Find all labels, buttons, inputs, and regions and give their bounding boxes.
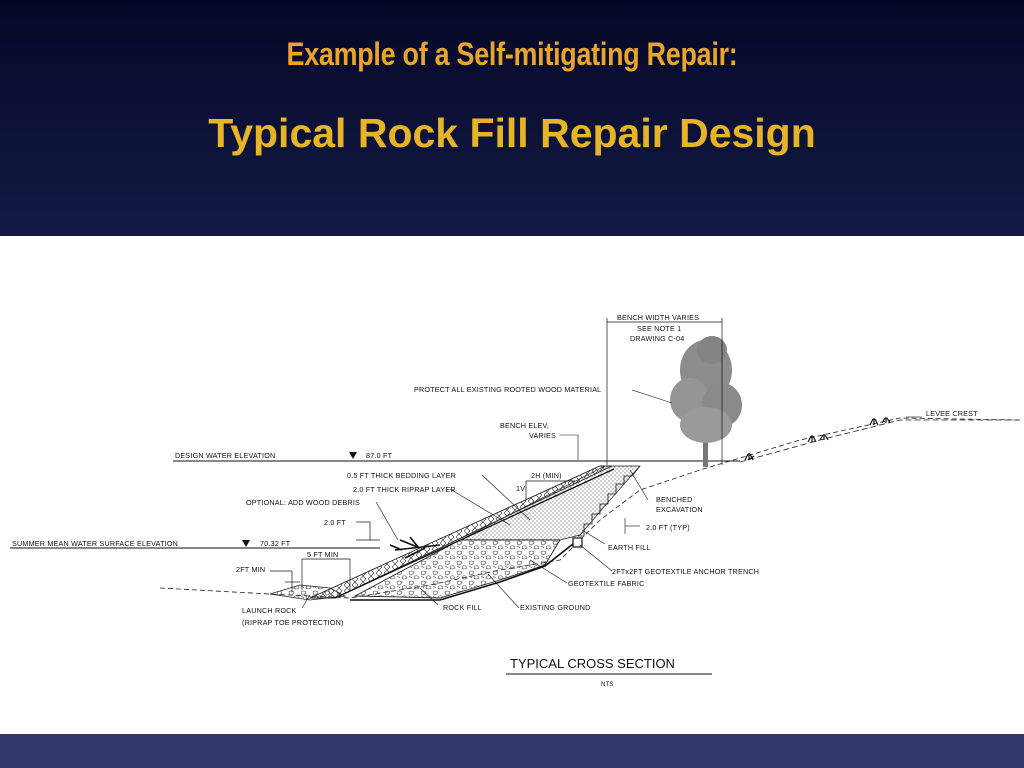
label-nts: NTS <box>601 682 614 688</box>
label-two-ft-min: 2FT MIN <box>236 565 265 574</box>
design-water-marker <box>349 452 357 459</box>
label-bedding-layer: 0.5 FT THICK BEDDING LAYER <box>347 471 456 480</box>
label-slope-v: 1V <box>516 484 525 493</box>
slide-footer <box>0 734 1024 768</box>
label-protect-wood: PROTECT ALL EXISTING ROOTED WOOD MATERIA… <box>414 385 601 394</box>
anchor-trench <box>572 537 583 548</box>
launch-rock <box>269 584 347 601</box>
label-riprap-layer: 2.0 FT THICK RIPRAP LAYER <box>353 485 456 494</box>
slide-header: Example of a Self-mitigating Repair: Typ… <box>0 0 1024 236</box>
tree-illustration <box>670 336 742 467</box>
benched-excavation <box>578 465 641 537</box>
label-anchor-trench: 2FTx2FT GEOTEXTILE ANCHOR TRENCH <box>612 567 759 576</box>
summer-water-marker <box>242 540 250 547</box>
label-levee-crest: LEVEE CREST <box>926 409 978 418</box>
label-earth-fill: EARTH FILL <box>608 543 651 552</box>
shrubs <box>744 417 891 461</box>
label-bench-elev: BENCH ELEV, <box>500 421 549 430</box>
label-summer-value: 70.32 FT <box>260 539 291 548</box>
label-slope-h: 2H (MIN) <box>531 471 562 480</box>
label-riprap-toe: (RIPRAP TOE PROTECTION) <box>242 618 344 627</box>
slide-title: Example of a Self-mitigating Repair: <box>286 36 738 72</box>
label-design-water-value: 87.0 FT <box>366 451 393 460</box>
label-excavation: EXCAVATION <box>656 505 703 514</box>
slide-subtitle: Typical Rock Fill Repair Design <box>208 110 816 156</box>
label-cross-section: TYPICAL CROSS SECTION <box>510 656 675 671</box>
label-five-ft-min: 5 FT MIN <box>307 550 338 559</box>
cross-section-diagram: BENCH WIDTH VARIES SEE NOTE 1 DRAWING C-… <box>0 236 1024 734</box>
label-benched: BENCHED <box>656 495 693 504</box>
label-varies: VARIES <box>529 431 556 440</box>
diagram-svg: BENCH WIDTH VARIES SEE NOTE 1 DRAWING C-… <box>10 313 1021 688</box>
label-two-ft: 2.0 FT <box>324 518 346 527</box>
label-bench-width: BENCH WIDTH VARIES <box>617 313 699 322</box>
geotextile-fabric-line <box>350 539 579 601</box>
label-rock-fill: ROCK FILL <box>443 603 482 612</box>
label-launch-rock: LAUNCH ROCK <box>242 606 297 615</box>
label-drawing: DRAWING C-04 <box>630 334 684 343</box>
label-summer-mean: SUMMER MEAN WATER SURFACE ELEVATION <box>12 539 178 548</box>
label-existing-ground: EXISTING GROUND <box>520 603 591 612</box>
label-two-ft-typ: 2.0 FT (TYP) <box>646 523 690 532</box>
wood-debris <box>389 536 441 559</box>
label-design-water-elevation: DESIGN WATER ELEVATION <box>175 451 275 460</box>
label-wood-debris: OPTIONAL: ADD WOOD DEBRIS <box>246 498 360 507</box>
label-see-note: SEE NOTE 1 <box>637 324 681 333</box>
label-geotextile-fabric: GEOTEXTILE FABRIC <box>568 579 645 588</box>
